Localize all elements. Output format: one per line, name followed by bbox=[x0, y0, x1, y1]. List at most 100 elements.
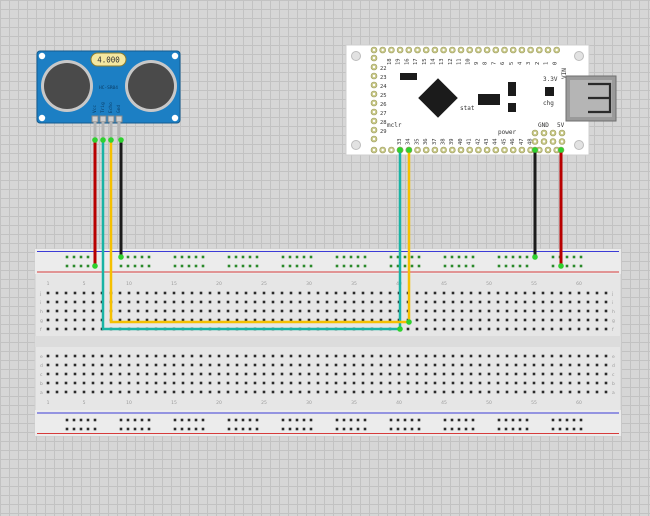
breadboard-hole[interactable] bbox=[235, 354, 239, 358]
breadboard-hole[interactable] bbox=[172, 291, 176, 295]
breadboard-hole[interactable] bbox=[118, 354, 122, 358]
breadboard-hole[interactable] bbox=[118, 291, 122, 295]
breadboard-hole[interactable] bbox=[262, 363, 266, 367]
breadboard-hole[interactable] bbox=[136, 300, 140, 304]
breadboard-hole[interactable] bbox=[208, 291, 212, 295]
power-rail-hole[interactable] bbox=[389, 427, 393, 431]
breadboard-hole[interactable] bbox=[586, 291, 590, 295]
breadboard-hole[interactable] bbox=[253, 390, 257, 394]
breadboard-hole[interactable] bbox=[298, 390, 302, 394]
breadboard-hole[interactable] bbox=[181, 300, 185, 304]
breadboard-hole[interactable] bbox=[469, 372, 473, 376]
power-rail-hole[interactable] bbox=[194, 264, 198, 268]
power-rail-hole[interactable] bbox=[565, 255, 569, 259]
breadboard-hole[interactable] bbox=[316, 309, 320, 313]
breadboard-hole[interactable] bbox=[154, 381, 158, 385]
breadboard-hole[interactable] bbox=[514, 309, 518, 313]
breadboard-hole[interactable] bbox=[64, 372, 68, 376]
breadboard-hole[interactable] bbox=[226, 291, 230, 295]
breadboard-hole[interactable] bbox=[478, 390, 482, 394]
breadboard-hole[interactable] bbox=[559, 372, 563, 376]
breadboard-hole[interactable] bbox=[379, 363, 383, 367]
breadboard-hole[interactable] bbox=[244, 381, 248, 385]
breadboard-hole[interactable] bbox=[370, 291, 374, 295]
breadboard-hole[interactable] bbox=[46, 309, 50, 313]
breadboard-hole[interactable] bbox=[604, 291, 608, 295]
power-rail-hole[interactable] bbox=[572, 255, 576, 259]
breadboard-hole[interactable] bbox=[298, 318, 302, 322]
power-rail-hole[interactable] bbox=[288, 264, 292, 268]
breadboard-hole[interactable] bbox=[568, 390, 572, 394]
breadboard-hole[interactable] bbox=[478, 363, 482, 367]
breadboard-hole[interactable] bbox=[136, 318, 140, 322]
breadboard-hole[interactable] bbox=[316, 291, 320, 295]
breadboard-hole[interactable] bbox=[190, 309, 194, 313]
breadboard-hole[interactable] bbox=[334, 381, 338, 385]
breadboard-hole[interactable] bbox=[352, 363, 356, 367]
breadboard-hole[interactable] bbox=[154, 300, 158, 304]
breadboard-hole[interactable] bbox=[568, 309, 572, 313]
breadboard-hole[interactable] bbox=[145, 291, 149, 295]
breadboard-hole[interactable] bbox=[586, 354, 590, 358]
power-rail-hole[interactable] bbox=[356, 418, 360, 422]
power-rail-hole[interactable] bbox=[579, 418, 583, 422]
power-rail-hole[interactable] bbox=[93, 427, 97, 431]
power-rail-hole[interactable] bbox=[72, 427, 76, 431]
power-rail-hole[interactable] bbox=[410, 427, 414, 431]
breadboard-hole[interactable] bbox=[280, 318, 284, 322]
power-rail-hole[interactable] bbox=[180, 255, 184, 259]
breadboard-hole[interactable] bbox=[487, 372, 491, 376]
power-rail-hole[interactable] bbox=[248, 264, 252, 268]
breadboard-hole[interactable] bbox=[550, 354, 554, 358]
power-rail-hole[interactable] bbox=[79, 255, 83, 259]
power-rail-hole[interactable] bbox=[349, 427, 353, 431]
power-rail-hole[interactable] bbox=[511, 255, 515, 259]
breadboard-hole[interactable] bbox=[370, 381, 374, 385]
breadboard-hole[interactable] bbox=[298, 309, 302, 313]
breadboard-hole[interactable] bbox=[478, 381, 482, 385]
breadboard-hole[interactable] bbox=[55, 372, 59, 376]
power-rail-hole[interactable] bbox=[173, 427, 177, 431]
breadboard-hole[interactable] bbox=[361, 300, 365, 304]
breadboard-hole[interactable] bbox=[271, 309, 275, 313]
breadboard-hole[interactable] bbox=[388, 381, 392, 385]
breadboard-hole[interactable] bbox=[415, 363, 419, 367]
breadboard-hole[interactable] bbox=[460, 372, 464, 376]
breadboard-hole[interactable] bbox=[82, 327, 86, 331]
breadboard-hole[interactable] bbox=[532, 390, 536, 394]
breadboard-hole[interactable] bbox=[559, 381, 563, 385]
breadboard-hole[interactable] bbox=[568, 318, 572, 322]
breadboard-hole[interactable] bbox=[370, 372, 374, 376]
breadboard-hole[interactable] bbox=[235, 390, 239, 394]
breadboard-hole[interactable] bbox=[352, 309, 356, 313]
breadboard-hole[interactable] bbox=[163, 318, 167, 322]
breadboard-hole[interactable] bbox=[73, 390, 77, 394]
breadboard-hole[interactable] bbox=[118, 318, 122, 322]
breadboard-hole[interactable] bbox=[163, 300, 167, 304]
breadboard-hole[interactable] bbox=[244, 318, 248, 322]
breadboard-hole[interactable] bbox=[100, 381, 104, 385]
breadboard-hole[interactable] bbox=[181, 309, 185, 313]
breadboard-hole[interactable] bbox=[325, 363, 329, 367]
power-rail-hole[interactable] bbox=[396, 427, 400, 431]
breadboard-hole[interactable] bbox=[478, 318, 482, 322]
breadboard-hole[interactable] bbox=[145, 309, 149, 313]
breadboard-hole[interactable] bbox=[415, 300, 419, 304]
power-rail-hole[interactable] bbox=[227, 418, 231, 422]
breadboard-hole[interactable] bbox=[370, 309, 374, 313]
power-rail-hole[interactable] bbox=[255, 255, 259, 259]
breadboard-hole[interactable] bbox=[496, 300, 500, 304]
breadboard-hole[interactable] bbox=[100, 363, 104, 367]
breadboard-hole[interactable] bbox=[523, 327, 527, 331]
breadboard-hole[interactable] bbox=[460, 381, 464, 385]
breadboard-hole[interactable] bbox=[523, 300, 527, 304]
power-rail-hole[interactable] bbox=[551, 418, 555, 422]
breadboard-hole[interactable] bbox=[109, 354, 113, 358]
breadboard-hole[interactable] bbox=[82, 381, 86, 385]
breadboard-hole[interactable] bbox=[73, 318, 77, 322]
breadboard-hole[interactable] bbox=[532, 309, 536, 313]
breadboard-hole[interactable] bbox=[361, 363, 365, 367]
breadboard-hole[interactable] bbox=[388, 300, 392, 304]
power-rail-hole[interactable] bbox=[443, 264, 447, 268]
